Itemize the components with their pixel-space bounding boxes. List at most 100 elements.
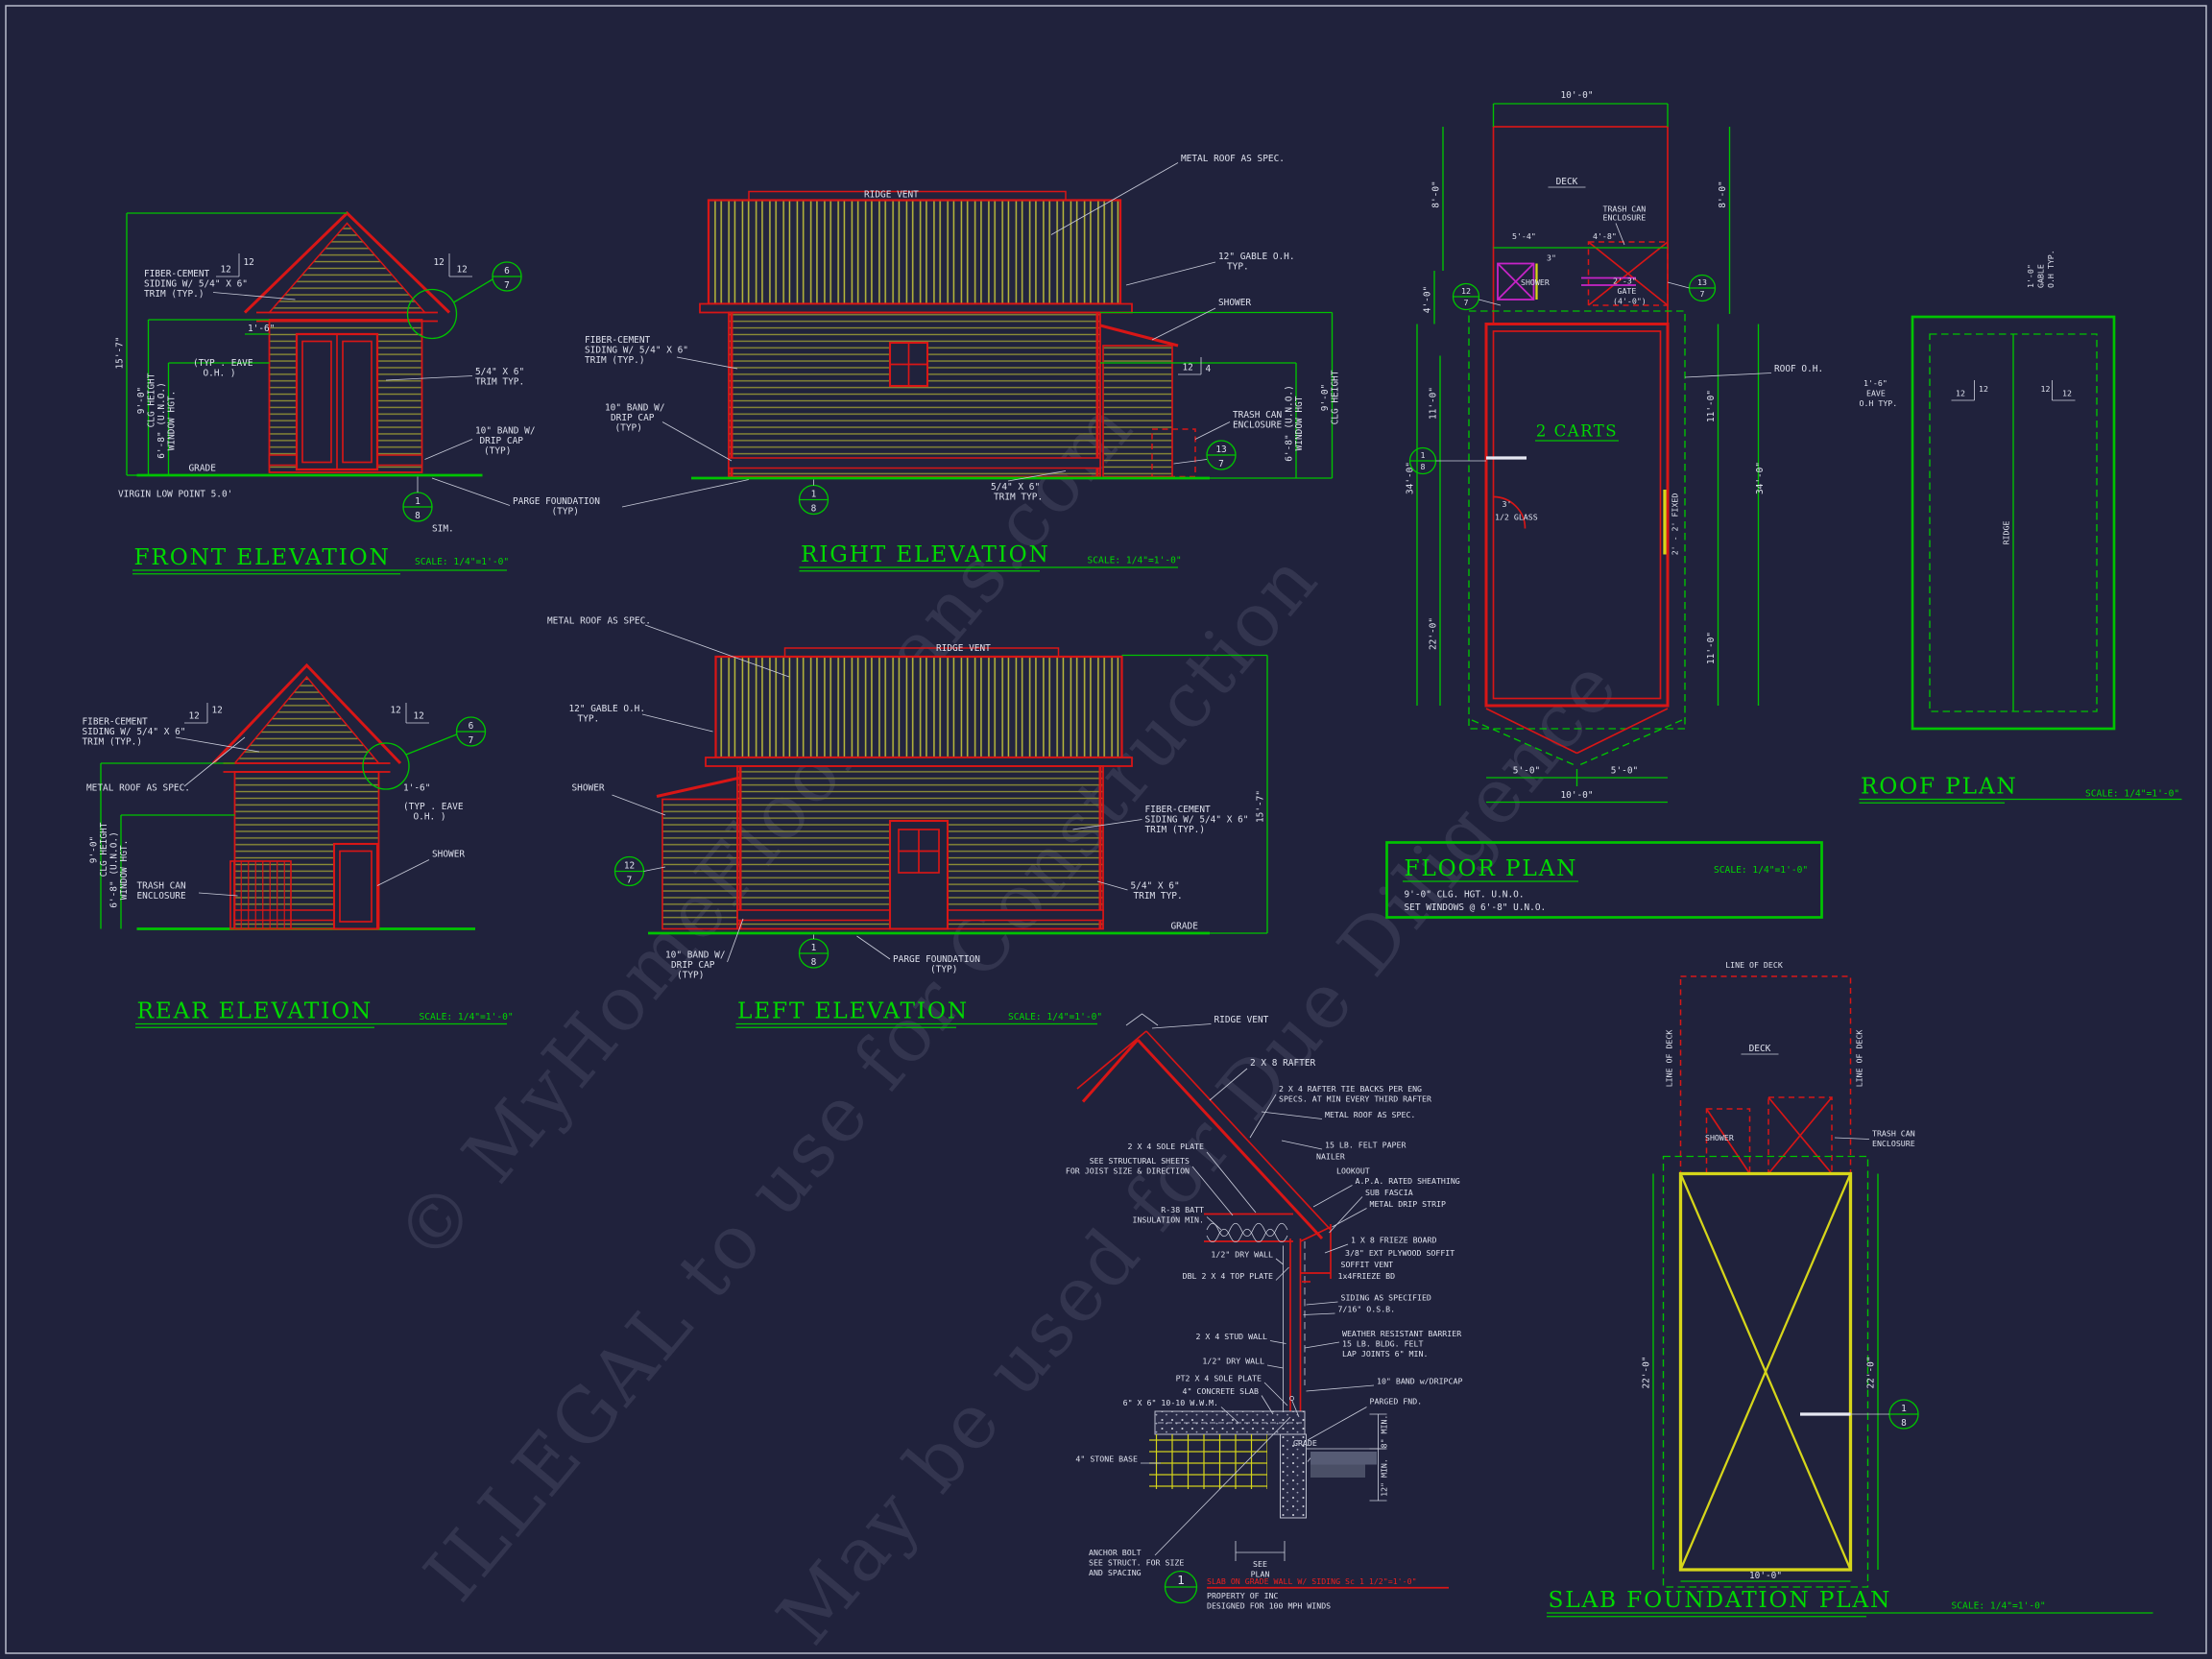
section-frieze8-label: 1 X 8 FRIEZE BOARD [1324, 1236, 1436, 1254]
floor-dim-5a: 5'-0" [1513, 766, 1540, 777]
right-siding-label: FIBER-CEMENT SIDING W/ 5/4" X 6" TRIM (T… [585, 335, 738, 370]
floor-carts-label: 2 CARTS [1535, 422, 1619, 442]
roof-ridge-label: RIDGE [2002, 521, 2011, 545]
svg-text:2 X 4 STUD WALL: 2 X 4 STUD WALL [1195, 1332, 1267, 1341]
slab-title: SLAB FOUNDATION PLAN [1549, 1587, 1892, 1613]
rear-dimensions [100, 762, 235, 929]
slab-line-of-deck-right: LINE OF DECK [1855, 1030, 1864, 1088]
front-win-dim: 6'-8" (U.N.O.) [156, 382, 167, 459]
svg-text:ENCLOSURE: ENCLOSURE [1872, 1139, 1915, 1148]
floor-dim-11-rb: 11'-0" [1706, 632, 1717, 664]
front-slope-marks: 12 12 12 12 [216, 253, 472, 277]
slab-dim-22-left: 22'-0" [1642, 1356, 1652, 1388]
rear-win-label: WINDOW HGT. [119, 840, 130, 901]
svg-text:1: 1 [415, 496, 421, 507]
right-shower-label: SHOWER [1151, 298, 1251, 341]
section-felt-label: 15 LB. FELT PAPER [1281, 1141, 1406, 1150]
svg-text:1: 1 [811, 490, 817, 500]
rear-slope-marks: 12 12 12 12 [184, 703, 429, 724]
floor-dim-48: 4'-8" [1593, 231, 1617, 241]
slab-foundation-plan: LINE OF DECK LINE OF DECK LINE OF DECK D… [1547, 960, 2153, 1618]
svg-text:2 X 8 RAFTER: 2 X 8 RAFTER [1250, 1058, 1316, 1069]
svg-text:WEATHER RESISTANT BARRIER: WEATHER RESISTANT BARRIER [1342, 1329, 1461, 1338]
section-tie-label: 2 X 4 RAFTER TIE BACKS PER ENG SPECS. AT… [1249, 1084, 1431, 1139]
floor-dim-22-left: 22'-0" [1429, 617, 1439, 650]
slab-drawing [1662, 1155, 1869, 1588]
svg-text:TRASH CAN: TRASH CAN [1233, 410, 1282, 421]
svg-text:METAL ROOF AS SPEC.: METAL ROOF AS SPEC. [547, 616, 651, 627]
svg-text:ENCLOSURE: ENCLOSURE [137, 891, 186, 902]
section-grade-label: GRADE [1293, 1438, 1317, 1448]
svg-text:TRIM TYP.: TRIM TYP. [1134, 891, 1183, 902]
svg-text:10" BAND W/: 10" BAND W/ [665, 950, 726, 961]
section-soffit-label: 3/8" EXT PLYWOOD SOFFIT [1345, 1248, 1455, 1258]
floor-note1: 9'-0" CLG. HGT. U.N.O. [1405, 890, 1525, 901]
svg-text:TRASH CAN: TRASH CAN [137, 881, 186, 892]
front-title: FRONT ELEVATION [134, 544, 391, 570]
svg-text:PARGE FOUNDATION: PARGE FOUNDATION [513, 496, 600, 507]
left-metal-roof-label: METAL ROOF AS SPEC. [547, 616, 790, 678]
svg-text:PT2 X 4 SOLE PLATE: PT2 X 4 SOLE PLATE [1176, 1374, 1262, 1383]
section-right-dims: 8" MIN. 12" MIN. [1369, 1413, 1389, 1502]
section-seeplan-dim: SEE PLAN [1235, 1541, 1286, 1579]
svg-text:TRIM (TYP.): TRIM (TYP.) [83, 737, 143, 748]
front-section-circle-1-8: 1 8 [402, 476, 433, 522]
sheet-border [5, 5, 2207, 1654]
floor-dim-11-lt: 11'-0" [1429, 387, 1439, 420]
svg-text:FIBER-CEMENT: FIBER-CEMENT [1145, 805, 1212, 815]
svg-text:PLAN: PLAN [1251, 1570, 1270, 1579]
svg-text:ENCLOSURE: ENCLOSURE [1233, 421, 1282, 431]
roof-plan: RIDGE 1'-0" GABLE O.H TYP. 1'-6" EAVE O.… [1859, 250, 2182, 804]
svg-text:2 X 4 RAFTER TIE BACKS PER ENG: 2 X 4 RAFTER TIE BACKS PER ENG [1279, 1084, 1422, 1094]
section-sole-label: 2 X 4 SOLE PLATE [1128, 1142, 1257, 1214]
svg-text:DRIP CAP: DRIP CAP [671, 960, 715, 971]
floor-glass-dim: 3' [1503, 499, 1512, 509]
rear-win-dim: 6'-8" (U.N.O.) [109, 831, 120, 908]
svg-text:10" BAND W/: 10" BAND W/ [605, 403, 665, 414]
floor-dim-lines [1416, 103, 1760, 804]
left-band-label: 10" BAND W/ DRIP CAP (TYP) [665, 918, 744, 981]
svg-text:1 X 8 FRIEZE BOARD: 1 X 8 FRIEZE BOARD [1351, 1236, 1436, 1245]
right-clg-label: CLG HEIGHT [1331, 370, 1341, 424]
slab-section-circle-1-8: 1 8 [1800, 1399, 1919, 1430]
svg-text:6: 6 [504, 266, 510, 276]
left-height-dim: 15'-7" [1121, 654, 1268, 934]
floor-dim-top: 10'-0" [1560, 90, 1593, 101]
roof-eave-dim: 1'-6" [1863, 378, 1887, 388]
svg-text:TRASH CAN: TRASH CAN [1872, 1129, 1915, 1139]
svg-text:12" GABLE O.H.: 12" GABLE O.H. [569, 704, 646, 714]
section-ridge-vent-label: RIDGE VENT [1151, 1015, 1269, 1029]
left-shower-label: SHOWER [572, 783, 666, 816]
svg-text:6: 6 [469, 721, 474, 732]
svg-text:SUB FASCIA: SUB FASCIA [1365, 1188, 1413, 1197]
slab-dim-22-right: 22'-0" [1866, 1356, 1877, 1388]
svg-text:TYP.: TYP. [1227, 262, 1249, 273]
section-band-label: 10" BAND w/DRIPCAP [1306, 1377, 1462, 1392]
svg-text:1: 1 [1421, 450, 1426, 460]
svg-text:FIBER-CEMENT: FIBER-CEMENT [144, 269, 210, 279]
slab-deck-label: DECK [1741, 1044, 1779, 1055]
section-dripstrip-label: METAL DRIP STRIP [1332, 1199, 1446, 1228]
section-osb-label: 7/16" O.S.B. [1303, 1305, 1395, 1315]
section-roof-drawing [1076, 1013, 1332, 1243]
svg-text:INSULATION MIN.: INSULATION MIN. [1132, 1215, 1204, 1225]
svg-text:SIDING W/ 5/4" X 6": SIDING W/ 5/4" X 6" [83, 727, 186, 737]
rear-clg-label: CLG HEIGHT [99, 822, 109, 877]
rear-siding-label: FIBER-CEMENT SIDING W/ 5/4" X 6" TRIM (T… [83, 717, 260, 753]
left-section-circle-1-8: 1 8 [798, 934, 830, 969]
front-trim-label: 5/4" X 6" TRIM TYP. [385, 367, 524, 388]
svg-text:SIDING W/ 5/4" X 6": SIDING W/ 5/4" X 6" [1145, 815, 1249, 826]
svg-text:(TYP): (TYP) [930, 965, 957, 975]
floor-gate-dim: 2'-3" [1613, 276, 1637, 286]
left-trim-label: 5/4" X 6" TRIM TYP. [1096, 881, 1183, 902]
section-sheathing-label: A.P.A. RATED SHEATHING [1312, 1176, 1460, 1208]
front-scale: SCALE: 1/4"=1'-0" [415, 557, 509, 567]
right-dimensions [1100, 311, 1334, 479]
floor-deck-drawing [1492, 126, 1669, 325]
floor-trash-label: TRASH CAN ENCLOSURE [1603, 204, 1646, 246]
section-foundation-drawing [1149, 1395, 1385, 1519]
front-dimensions [126, 212, 348, 476]
section-subfascia-label: SUB FASCIA [1329, 1188, 1413, 1234]
floor-dim-3: 3" [1547, 253, 1556, 263]
